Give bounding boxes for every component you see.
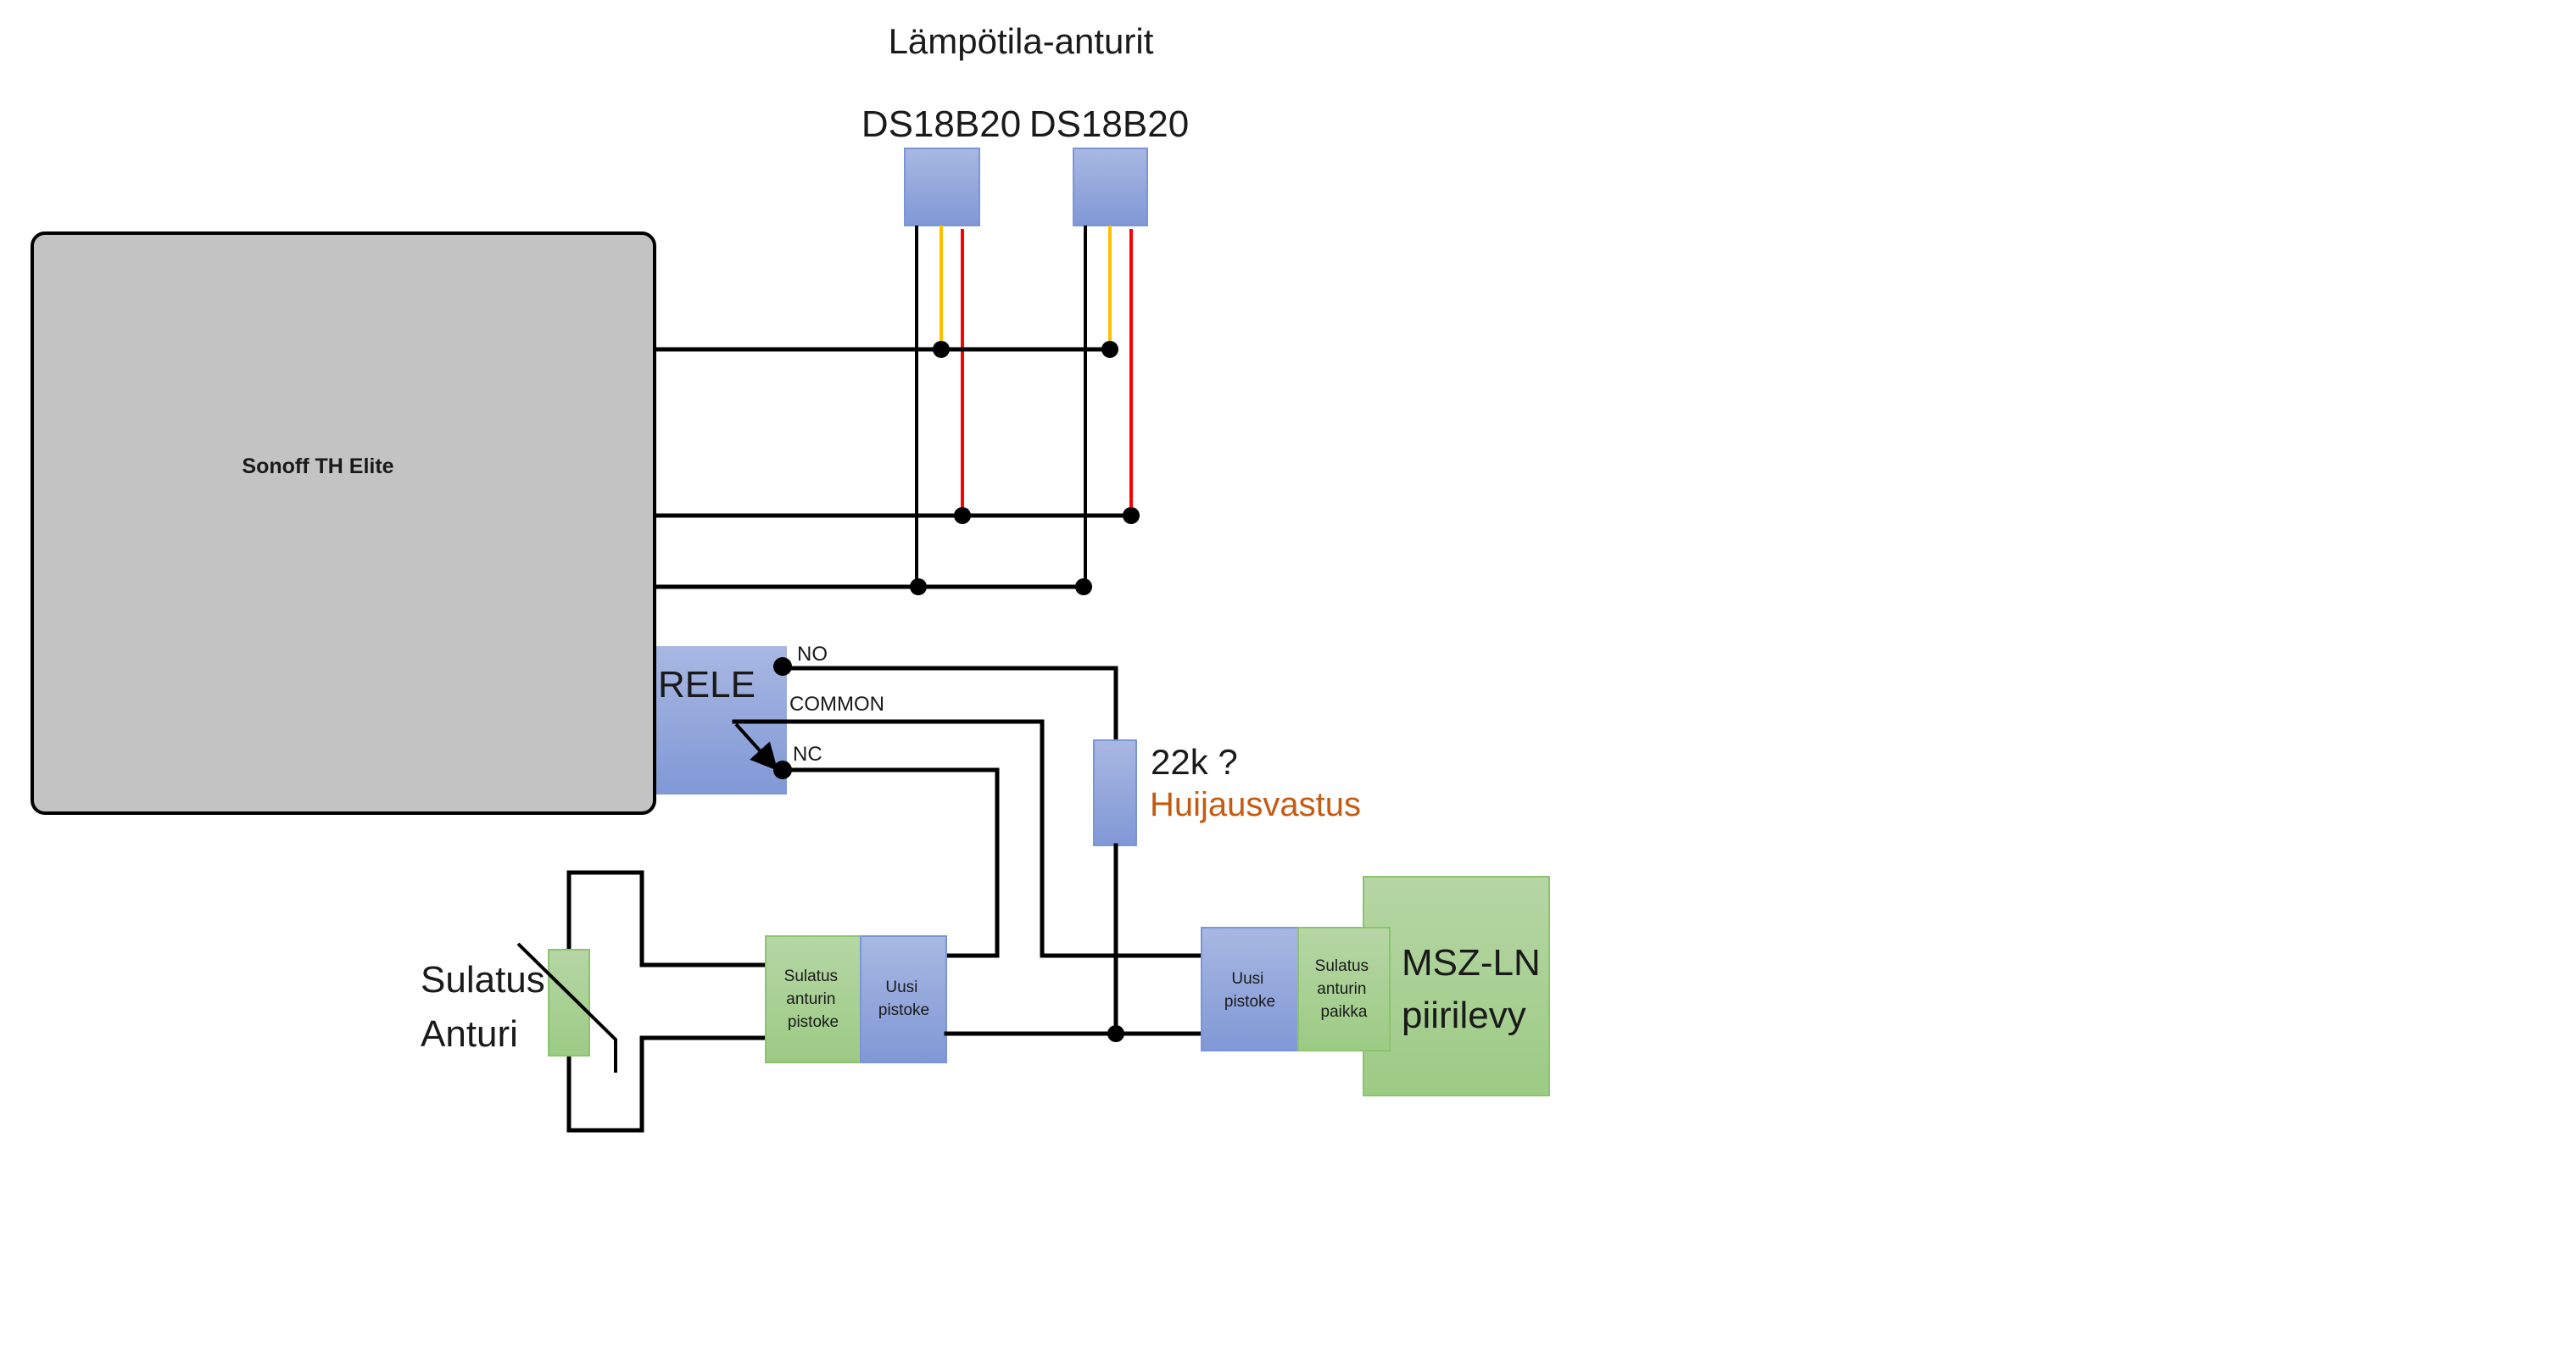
junctions	[910, 341, 1140, 1042]
socket-line: paikka	[1321, 1003, 1368, 1021]
new-plug-left-label: Uusi pistoke	[878, 979, 929, 1019]
defrost-sensor-loop-lower	[566, 1035, 771, 1133]
resistor	[1093, 739, 1137, 846]
junction-dot	[1101, 341, 1118, 358]
defrost-sensor-label-line1: Sulatus	[421, 959, 545, 1001]
original-sensor-plug-label: Sulatus anturin pistoke	[784, 967, 843, 1031]
socket-line: anturin	[1317, 980, 1366, 998]
new-plug-line: Uusi	[885, 979, 917, 996]
original-plug-line: anturin	[786, 990, 835, 1008]
resistor-value: 22k ?	[1151, 742, 1238, 782]
sensor-1-label: DS18B20	[861, 103, 1021, 145]
relay-label: RELE	[658, 664, 756, 705]
junction-dot	[933, 341, 950, 358]
junction-dot	[1075, 578, 1092, 595]
new-plug-line: pistoke	[1224, 993, 1275, 1011]
board-sensor-socket	[1297, 927, 1391, 1051]
relay-no-label: NO	[797, 643, 828, 666]
new-plug-line: Uusi	[1231, 970, 1263, 988]
msz-board-label-line2: piirilevy	[1402, 995, 1526, 1036]
new-plug-right	[1201, 927, 1299, 1051]
relay-switch-arm	[734, 722, 778, 771]
controller-label: Sonoff TH Elite	[242, 454, 393, 478]
resistor-note: Huijausvastus	[1150, 786, 1361, 823]
msz-board	[1363, 876, 1550, 1096]
new-plug-right-label: Uusi pistoke	[1224, 970, 1275, 1011]
relay-common-label: COMMON	[789, 693, 884, 716]
new-plug-line: pistoke	[878, 1001, 929, 1019]
msz-board-label-line1: MSZ-LN	[1402, 942, 1541, 984]
sensor-2-leads	[1084, 226, 1133, 587]
relay-no-wire	[780, 666, 1118, 743]
junction-dot	[910, 578, 927, 595]
board-sensor-socket-label: Sulatus anturin paikka	[1315, 957, 1374, 1021]
defrost-sensor-loop-upper	[566, 870, 771, 967]
diagram-title: Lämpötila-anturit	[889, 21, 1154, 61]
junction-dot	[1123, 507, 1140, 524]
defrost-sensor-element	[548, 949, 590, 1057]
socket-line: Sulatus	[1315, 957, 1369, 975]
controller-block	[31, 231, 656, 815]
sensor-2-block	[1073, 148, 1148, 226]
sensor-1-block	[904, 148, 980, 226]
sensor-1-leads	[915, 226, 964, 587]
junction-dot	[954, 507, 971, 524]
defrost-sensor-thermal-switch	[516, 942, 617, 1073]
relay-nc-label: NC	[793, 743, 822, 766]
sensor-2-label: DS18B20	[1029, 103, 1189, 145]
relay-nc-wire	[780, 767, 1000, 958]
relay-common-route	[1040, 719, 1204, 958]
new-plug-left	[860, 935, 947, 1063]
original-plug-line: pistoke	[788, 1013, 839, 1031]
defrost-sensor-label-line2: Anturi	[421, 1013, 518, 1055]
original-plug-line: Sulatus	[784, 967, 838, 985]
